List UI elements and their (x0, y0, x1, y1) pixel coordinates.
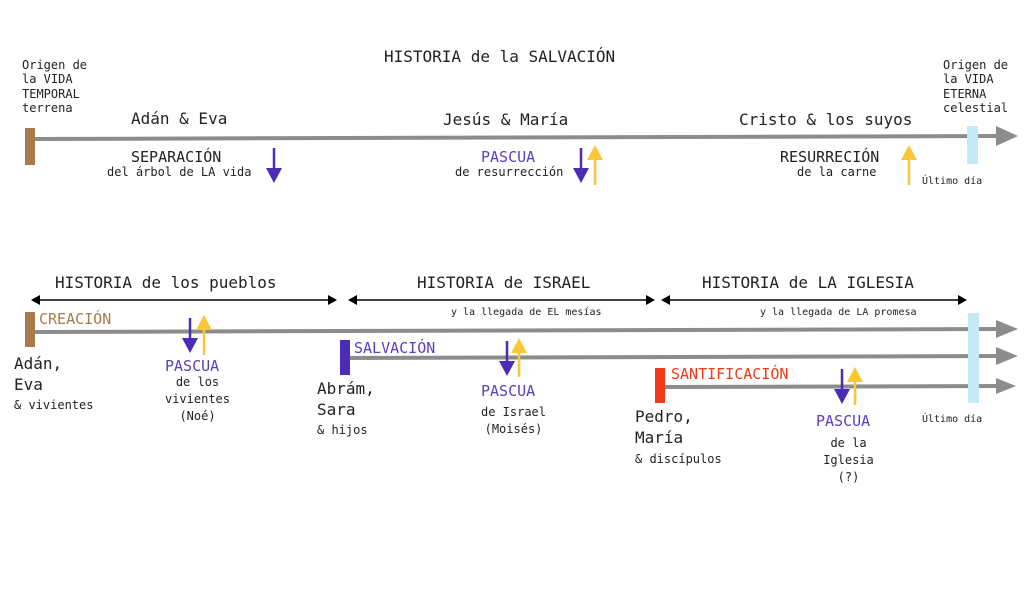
pascua-top-subtitle: de resurrección (455, 165, 564, 179)
period-iglesia-arrow (661, 295, 967, 305)
abram-sara-people: Abrám, Sara (317, 379, 375, 419)
pascua-noe-subtitle: de los vivientes (Noé) (164, 375, 231, 423)
ultimo-dia-top-label: Último día (922, 176, 983, 187)
pascua-noe-down-arrow (182, 318, 198, 353)
israel-note: y la llegada de EL mesías (451, 307, 602, 318)
santificacion-timeline-line (663, 384, 1001, 389)
salvacion-timeline-arrowhead (996, 347, 1018, 365)
pascua-moises-title: PASCUA (481, 382, 536, 400)
santificacion-marker (655, 368, 665, 403)
creacion-marker (25, 312, 35, 347)
period-israel-label: HISTORIA de ISRAEL (417, 273, 591, 292)
santificacion-timeline-arrowhead (996, 378, 1016, 394)
separacion-title: SEPARACIÓN (131, 148, 222, 166)
abram-sara-sub: & hijos (317, 423, 368, 437)
adan-eva-people: Adán, Eva (14, 354, 63, 394)
resurreccion-up-arrow (901, 145, 917, 185)
top-timeline-line (31, 134, 1001, 141)
diagram-title: HISTORIA de la SALVACIÓN (384, 47, 616, 66)
creacion-timeline-line (31, 327, 1001, 334)
pascua-moises-up-arrow (511, 338, 527, 377)
adan-eva-label: Adán & Eva (131, 109, 228, 128)
pascua-iglesia-subtitle: de la Iglesia (?) (823, 436, 874, 484)
pascua-iglesia-down-arrow (834, 369, 850, 404)
pascua-noe-title: PASCUA (165, 357, 220, 375)
pascua-moises-down-arrow (499, 341, 515, 376)
period-pueblos-label: HISTORIA de los pueblos (55, 273, 277, 292)
pascua-top-title: PASCUA (481, 148, 536, 166)
pascua-moises-subtitle: de Israel (Moisés) (480, 405, 547, 436)
santificacion-label: SANTIFICACIÓN (671, 365, 789, 383)
separacion-subtitle: del árbol de LA vida (107, 165, 252, 179)
pedro-maria-people: Pedro, María (635, 407, 693, 447)
pascua-top-down-arrow (573, 148, 589, 183)
cristo-label: Cristo & los suyos (739, 110, 913, 129)
resurreccion-subtitle: de la carne (797, 165, 877, 179)
pascua-top-up-arrow (587, 145, 603, 185)
origin-temporal-marker (25, 128, 35, 165)
ultimo-dia-marker-bottom (968, 313, 979, 403)
origin-eternal-marker (967, 126, 978, 164)
period-israel-arrow (348, 295, 655, 305)
creacion-timeline-arrowhead (996, 320, 1018, 338)
top-timeline-arrowhead (996, 126, 1018, 146)
pascua-iglesia-up-arrow (847, 367, 863, 405)
salvacion-marker (340, 340, 350, 375)
pascua-iglesia-title: PASCUA (816, 412, 871, 430)
separacion-down-arrow (266, 148, 282, 183)
salvacion-label: SALVACIÓN (354, 339, 436, 357)
creacion-label: CREACIÓN (39, 310, 112, 328)
ultimo-dia-bottom-label: Último día (922, 414, 983, 425)
jesus-maria-label: Jesús & María (443, 110, 569, 129)
resurreccion-title: RESURRECIÓN (780, 148, 880, 166)
adan-eva-sub: & vivientes (14, 398, 94, 412)
pedro-maria-sub: & discípulos (635, 452, 722, 466)
pascua-noe-up-arrow (196, 315, 212, 355)
origin-temporal-label: Origen de la VIDA TEMPORAL terrena (22, 58, 88, 116)
origin-eternal-label: Origen de la VIDA ETERNA celestial (943, 58, 1009, 116)
period-iglesia-label: HISTORIA de LA IGLESIA (702, 273, 914, 292)
salvacion-timeline-line (347, 354, 1001, 360)
period-pueblos-arrow (31, 295, 337, 305)
iglesia-note: y la llegada de LA promesa (760, 307, 917, 318)
